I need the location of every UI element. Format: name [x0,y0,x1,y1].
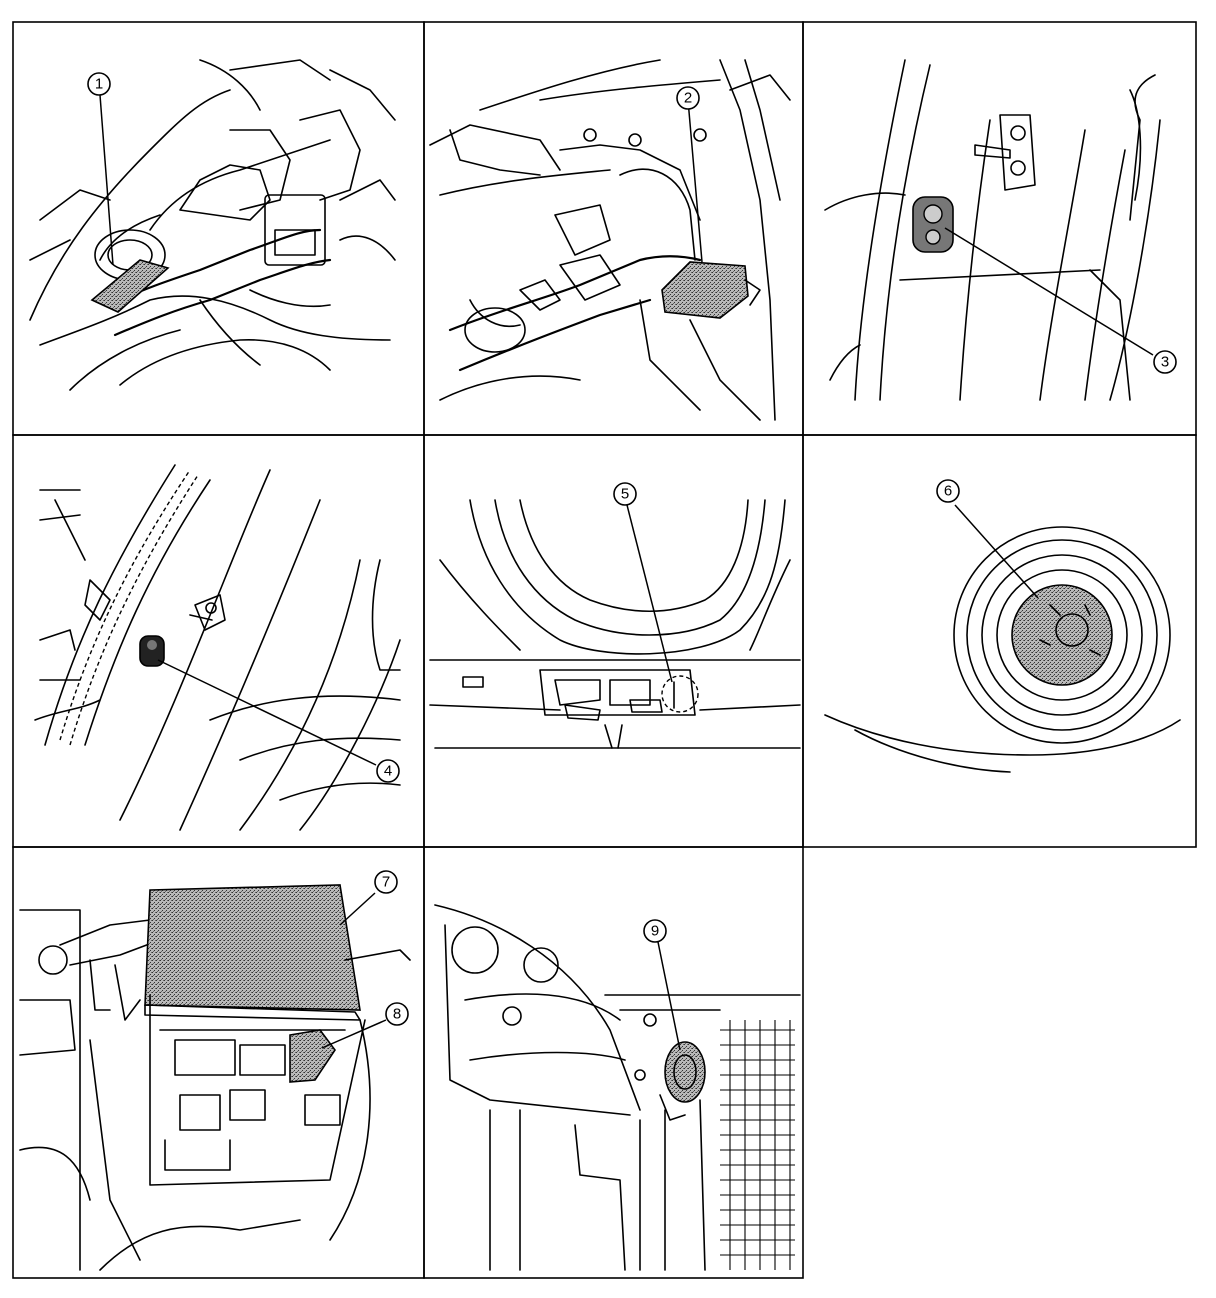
callout-8-label: 8 [393,1006,401,1023]
callout-6: 6 [936,479,960,503]
callout-8: 8 [385,1002,409,1026]
panel-4-body-pillar [34,464,401,831]
callout-3: 3 [1153,350,1177,374]
radiator-fins [720,1020,795,1270]
panel-9-headlamp-area [434,904,801,1271]
callout-2: 2 [676,86,700,110]
panel-7-8-relay-box [19,884,411,1271]
panel-1-engine-compartment [29,59,396,391]
callout-6-label: 6 [944,483,952,500]
panel-grid [12,21,1197,1279]
panel-2-engine-bay [429,59,791,421]
callout-1: 1 [87,72,111,96]
callout-9-label: 9 [651,923,659,940]
callout-4: 4 [376,759,400,783]
panel-6-round-cover [824,504,1181,773]
panel-5-trunk-area [429,499,801,749]
callout-7-label: 7 [382,874,390,891]
callout-7: 7 [374,870,398,894]
panel-3-door-pillar [824,59,1161,401]
callout-3-label: 3 [1161,354,1169,371]
callout-5: 5 [613,482,637,506]
callout-5-label: 5 [621,486,629,503]
callout-2-label: 2 [684,90,692,107]
callout-9: 9 [643,919,667,943]
callout-4-label: 4 [384,763,392,780]
callouts: 1 2 3 4 5 6 7 8 [87,72,1177,1026]
callout-1-label: 1 [95,76,103,93]
